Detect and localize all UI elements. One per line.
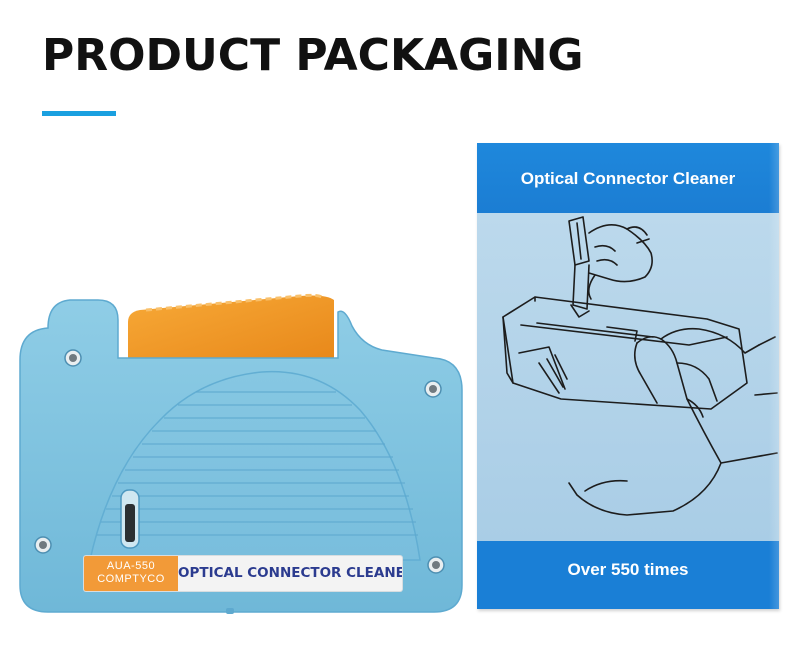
- retail-box: Optical Connector Cleaner Over 550 times: [477, 143, 779, 609]
- box-bottom-band: [477, 541, 779, 609]
- title-accent-bar: [42, 111, 116, 116]
- indicator-window: [120, 489, 140, 549]
- orange-handle[interactable]: [128, 293, 334, 360]
- bottom-tab: [226, 608, 234, 614]
- screw-top-left: [64, 349, 82, 367]
- box-edge-shine: [769, 143, 779, 609]
- screw-bottom-left: [34, 536, 52, 554]
- device-label-brand: AUA-550 COMPTYCO: [84, 556, 178, 591]
- device-label-title: OPTICAL CONNECTOR CLEANER: [178, 565, 402, 581]
- device-label: AUA-550 COMPTYCO OPTICAL CONNECTOR CLEAN…: [84, 556, 402, 591]
- screw-bottom-right: [427, 556, 445, 574]
- box-top-band: [477, 143, 779, 213]
- box-footer: Over 550 times: [567, 560, 689, 579]
- box-heading: Optical Connector Cleaner: [520, 169, 736, 188]
- box-illustration-panel: [477, 213, 779, 541]
- device-model: AUA-550: [106, 560, 156, 572]
- page-title: PRODUCT PACKAGING: [42, 30, 584, 81]
- hand-cleaning-illustration: [502, 216, 778, 516]
- screw-top-right: [424, 380, 442, 398]
- device-brand: COMPTYCO: [97, 573, 165, 585]
- ribbed-arch: [89, 370, 421, 561]
